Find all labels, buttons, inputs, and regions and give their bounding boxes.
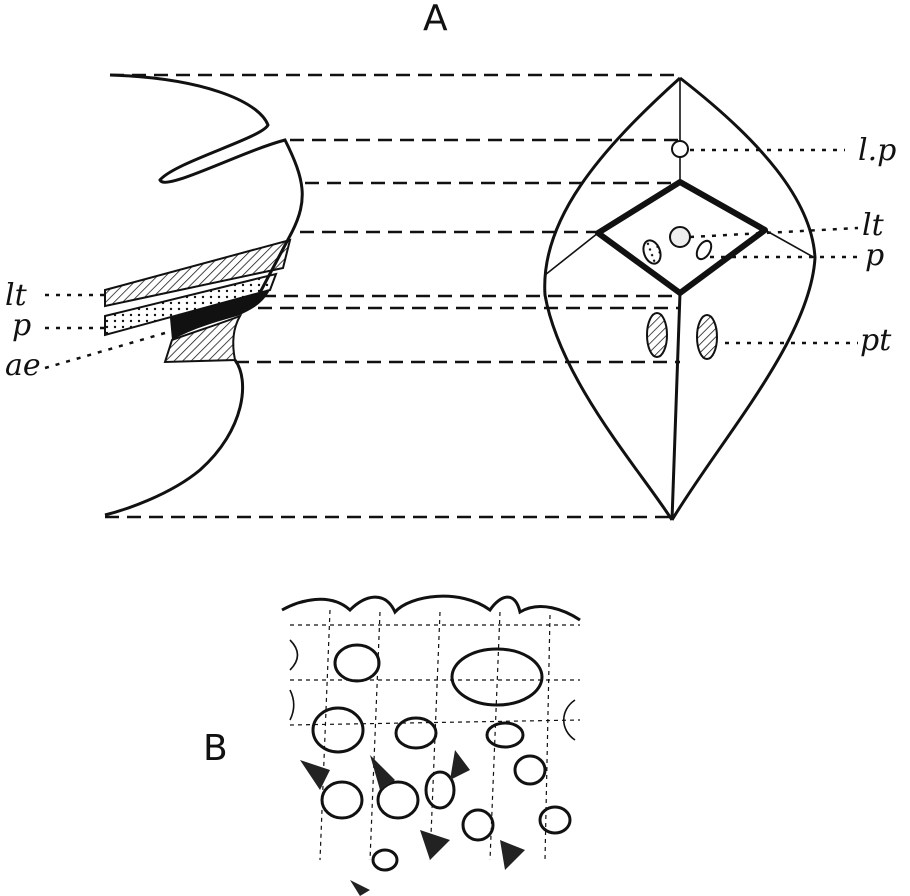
side-profile (104, 73, 304, 517)
projection-lines (105, 73, 680, 519)
label-lp: l.p (858, 133, 896, 168)
right-leaders (689, 148, 859, 345)
label-lt-left: lt (5, 278, 28, 313)
panel-a-title: A (423, 0, 448, 39)
cellular-structure (281, 594, 581, 896)
label-p-right: p (865, 238, 884, 273)
front-view (543, 76, 817, 521)
label-pt-right: pt (860, 323, 892, 358)
panel-b-title: B (203, 728, 228, 769)
label-p-left: p (12, 308, 31, 343)
label-ae-left: ae (5, 348, 41, 383)
label-lt-right: lt (862, 208, 885, 243)
